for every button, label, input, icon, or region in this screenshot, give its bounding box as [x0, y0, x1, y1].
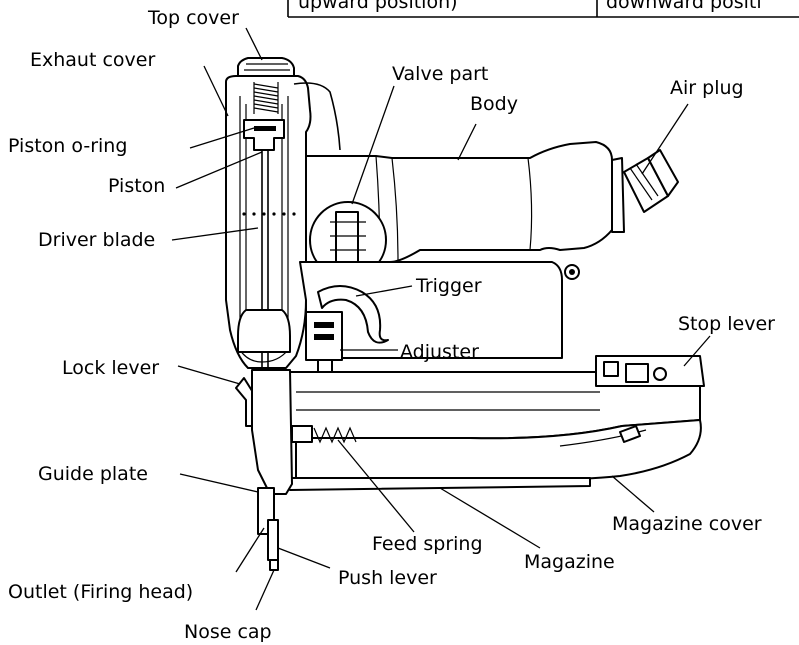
table-cell-left: upward position) — [298, 0, 458, 13]
part-labels: Top cover Exhaut cover Piston o-ring Pis… — [8, 7, 775, 643]
trigger-shape — [317, 285, 389, 344]
label-magazine-cover: Magazine cover — [612, 513, 762, 535]
label-driver-blade: Driver blade — [38, 229, 155, 251]
label-trigger: Trigger — [415, 275, 482, 297]
label-magazine: Magazine — [524, 551, 615, 573]
handle-shape — [299, 261, 563, 359]
label-air-plug: Air plug — [670, 77, 744, 99]
push-lever-shape — [267, 519, 279, 561]
stop-lever-shape — [595, 355, 705, 387]
firing-head-shape — [251, 369, 293, 495]
label-lock-lever: Lock lever — [62, 357, 159, 379]
head-spring — [253, 82, 279, 114]
air-plug-shape — [611, 149, 679, 233]
vent-holes — [242, 212, 296, 216]
label-nose-cap: Nose cap — [184, 621, 272, 643]
label-top-cover: Top cover — [147, 7, 239, 29]
adjuster-shape — [305, 311, 343, 375]
label-piston: Piston — [108, 175, 165, 197]
label-piston-oring: Piston o-ring — [8, 135, 127, 157]
leader-lines — [171, 27, 711, 611]
label-body: Body — [470, 93, 518, 115]
label-outlet: Outlet (Firing head) — [8, 581, 193, 603]
nose-cap-shape — [269, 559, 279, 571]
label-guide-plate: Guide plate — [38, 463, 148, 485]
nailer-drawing — [225, 57, 705, 571]
label-feed-spring: Feed spring — [372, 533, 483, 555]
top-cover-shape — [237, 57, 295, 77]
table-cell-right: downward positi — [606, 0, 762, 13]
label-stop-lever: Stop lever — [678, 313, 775, 335]
label-adjuster: Adjuster — [400, 341, 479, 363]
label-valve-part: Valve part — [392, 63, 488, 85]
label-exhaust-cover: Exhaut cover — [30, 49, 155, 71]
spec-table: upward position) downward positi — [287, 0, 799, 18]
label-push-lever: Push lever — [338, 567, 437, 589]
